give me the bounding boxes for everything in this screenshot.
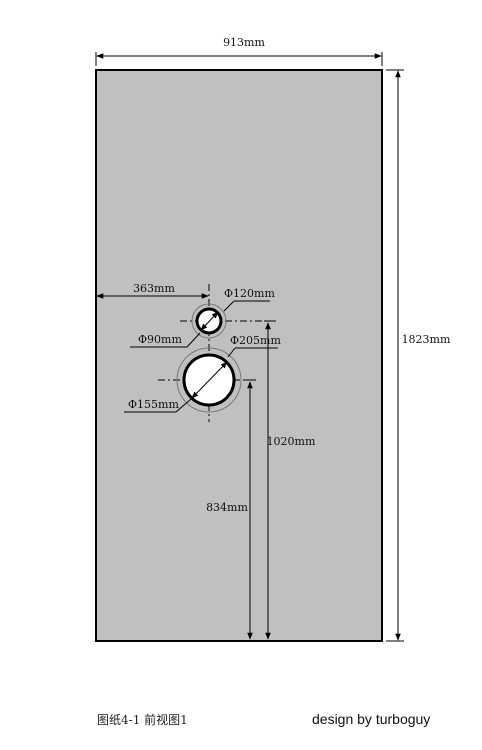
center-height-dimension-label: 1020mm	[267, 435, 316, 448]
small-hole-inner-diameter-label: Φ90mm	[138, 333, 182, 346]
small-hole-outer-diameter-label: Φ120mm	[224, 287, 275, 300]
panel-outline	[95, 69, 383, 642]
offset-dimension-label: 363mm	[133, 282, 175, 295]
big-hole-diameter-arrow	[191, 361, 228, 399]
bottom-height-dimension-label: 834mm	[206, 501, 248, 514]
designer-credit: design by turboguy	[312, 711, 430, 727]
big-hole-inner-diameter-label: Φ155mm	[128, 398, 179, 411]
big-hole-outer-diameter-label: Φ205mm	[230, 334, 281, 347]
height-dimension-label: 1823mm	[402, 333, 451, 346]
small-hole-diameter-arrow	[200, 311, 219, 331]
big-hole-outer-circle	[176, 347, 242, 413]
figure-caption: 图纸4-1 前视图1	[97, 712, 188, 727]
small-hole-outer-circle	[191, 303, 227, 339]
width-dimension-label: 913mm	[223, 36, 265, 49]
